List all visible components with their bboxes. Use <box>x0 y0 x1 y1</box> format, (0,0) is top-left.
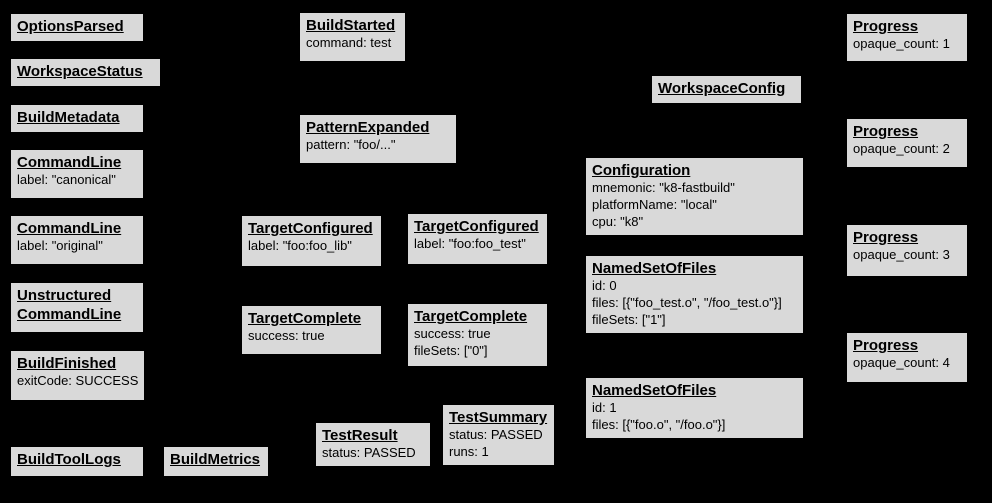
node-field: status: PASSED <box>449 427 543 443</box>
node-field: command: test <box>306 35 392 51</box>
node-field: label: "foo:foo_test" <box>414 236 526 252</box>
node-title: Configuration <box>592 162 691 179</box>
node-field: files: [{"foo.o", "/foo.o"}] <box>592 417 726 433</box>
node-title: Progress <box>853 123 919 140</box>
node-field: fileSets: ["1"] <box>592 311 666 327</box>
node-title: OptionsParsed <box>17 18 124 35</box>
event-node-workspace-config: WorkspaceConfig <box>651 75 802 104</box>
node-title: CommandLine <box>17 154 122 171</box>
node-title: NamedSetOfFiles <box>592 382 717 399</box>
node-title: PatternExpanded <box>306 119 430 136</box>
event-node-build-tool-logs: BuildToolLogs <box>10 446 144 477</box>
node-title: TargetComplete <box>248 310 362 327</box>
node-field: opaque_count: 3 <box>853 247 950 263</box>
node-field: fileSets: ["0"] <box>414 343 488 359</box>
event-node-build-metadata: BuildMetadata <box>10 104 144 133</box>
node-title: NamedSetOfFiles <box>592 260 717 277</box>
node-title: BuildMetrics <box>170 451 261 468</box>
node-title: Progress <box>853 229 919 246</box>
node-title: BuildToolLogs <box>17 451 121 468</box>
node-field: label: "foo:foo_lib" <box>248 238 352 254</box>
node-field: opaque_count: 2 <box>853 141 950 157</box>
node-title: BuildMetadata <box>17 109 120 126</box>
node-field: files: [{"foo_test.o", "/foo_test.o"}] <box>592 295 782 311</box>
node-field: cpu: "k8" <box>592 213 644 229</box>
node-field: runs: 1 <box>449 444 489 460</box>
node-field: status: PASSED <box>322 445 416 461</box>
node-field: id: 1 <box>592 400 617 416</box>
event-node-workspace-status: WorkspaceStatus <box>10 58 161 87</box>
node-field: opaque_count: 1 <box>853 36 950 52</box>
node-title: WorkspaceStatus <box>17 63 143 80</box>
node-title: WorkspaceConfig <box>658 80 786 97</box>
node-field: mnemonic: "k8-fastbuild" <box>592 180 735 196</box>
node-field: success: true <box>414 326 491 342</box>
event-node-build-metrics: BuildMetrics <box>163 446 269 477</box>
node-field: success: true <box>248 328 325 344</box>
node-title: TestResult <box>322 427 398 444</box>
node-title: Progress <box>853 18 919 35</box>
node-field: label: "original" <box>17 238 103 254</box>
node-field: exitCode: SUCCESS <box>17 373 139 389</box>
node-title: CommandLine <box>17 220 122 237</box>
node-title: TargetComplete <box>414 308 528 325</box>
node-title: Progress <box>853 337 919 354</box>
node-title: TargetConfigured <box>248 220 373 237</box>
node-title: BuildFinished <box>17 355 117 372</box>
node-field: label: "canonical" <box>17 172 116 188</box>
node-title: CommandLine <box>17 306 122 324</box>
node-field: pattern: "foo/..." <box>306 137 396 153</box>
node-field: platformName: "local" <box>592 197 717 213</box>
event-node-options-parsed: OptionsParsed <box>10 13 144 42</box>
node-field: id: 0 <box>592 278 617 294</box>
node-title: BuildStarted <box>306 17 396 34</box>
node-title: TestSummary <box>449 409 548 426</box>
node-field: opaque_count: 4 <box>853 355 950 371</box>
node-title: TargetConfigured <box>414 218 539 235</box>
node-title: Unstructured <box>17 287 112 304</box>
